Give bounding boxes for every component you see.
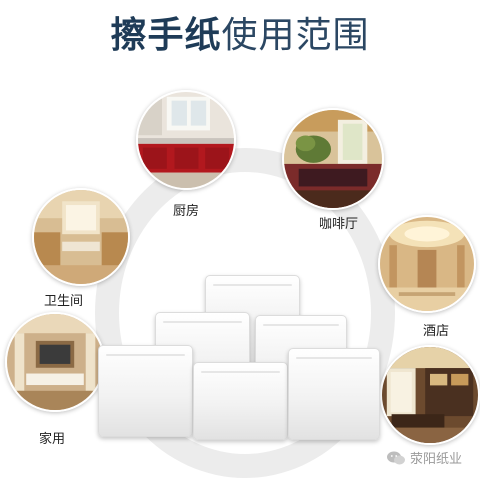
cafe-photo <box>282 108 384 210</box>
watermark: 荥阳纸业 <box>386 448 462 467</box>
hotel-photo <box>378 215 476 313</box>
wechat-icon <box>387 451 405 464</box>
home-photo <box>5 312 105 412</box>
title-light: 使用范围 <box>221 15 370 56</box>
bathroom-label: 卫生间 <box>44 294 84 309</box>
tissue-pack <box>288 348 380 440</box>
hotel-label: 酒店 <box>423 324 450 339</box>
tissue-pack <box>193 362 288 440</box>
bathroom-photo <box>32 188 130 286</box>
office-photo <box>380 345 480 445</box>
kitchen-photo <box>136 90 236 190</box>
page-title: 擦手纸使用范围 <box>0 6 480 58</box>
cafe-label: 咖啡厅 <box>319 217 359 232</box>
kitchen-label: 厨房 <box>173 204 200 219</box>
title-bold: 擦手纸 <box>110 15 222 56</box>
tissue-pack <box>98 345 193 437</box>
home-label: 家用 <box>39 432 66 447</box>
watermark-text: 荥阳纸业 <box>410 452 463 467</box>
